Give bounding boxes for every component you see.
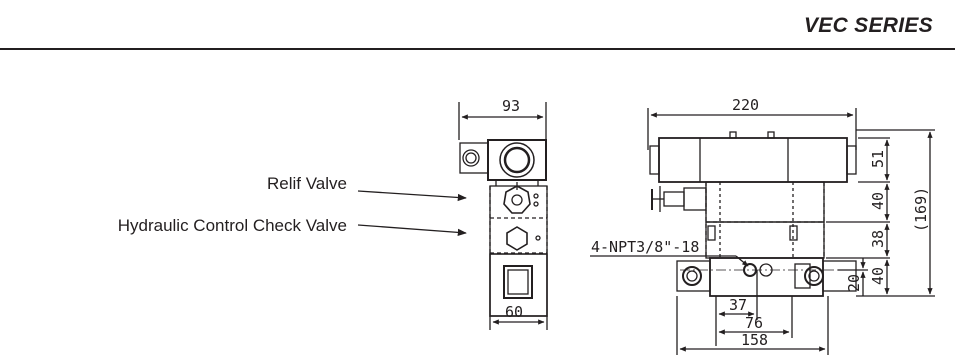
dim-93: 93 bbox=[502, 97, 520, 115]
dim-76: 76 bbox=[745, 314, 763, 332]
callout-relief-valve: Relif Valve bbox=[267, 174, 347, 193]
series-title: VEC SERIES bbox=[803, 14, 933, 37]
dim-37: 37 bbox=[729, 296, 747, 314]
header-rule bbox=[0, 48, 955, 50]
callout-check-valve: Hydraulic Control Check Valve bbox=[117, 216, 347, 235]
dim-220: 220 bbox=[732, 96, 759, 114]
dim-port-spec: 4-NPT3/8"-18 bbox=[591, 238, 699, 256]
dim-51: 51 bbox=[869, 150, 887, 168]
dim-60: 60 bbox=[505, 303, 523, 321]
callout-arrow-check bbox=[357, 224, 467, 237]
dim-158: 158 bbox=[741, 331, 768, 349]
front-view bbox=[590, 108, 935, 355]
dim-40-lower: 40 bbox=[869, 267, 887, 285]
dim-20: 20 bbox=[845, 274, 863, 292]
callout-arrow-relief bbox=[357, 190, 467, 202]
dim-38: 38 bbox=[869, 230, 887, 248]
dim-169: (169) bbox=[912, 187, 930, 232]
side-view bbox=[458, 102, 548, 330]
dim-40-upper: 40 bbox=[869, 192, 887, 210]
